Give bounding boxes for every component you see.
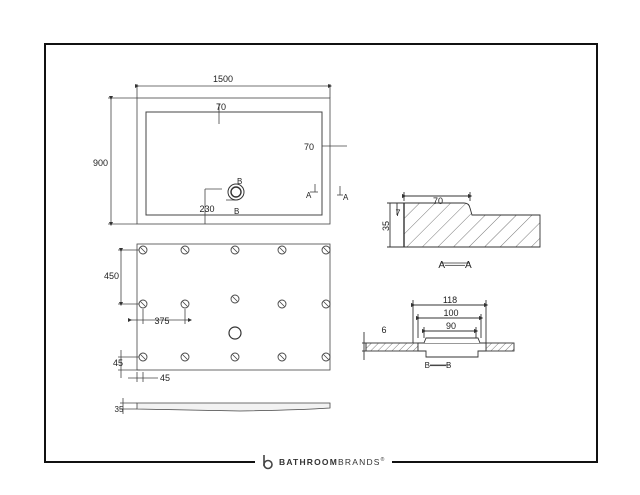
support-foot	[277, 299, 287, 309]
first-row-label: 450	[104, 271, 119, 281]
section-bb	[362, 300, 515, 366]
section-bb-right-floor	[485, 342, 515, 352]
brand-registered-mark: ®	[380, 457, 386, 464]
section-bb-left-floor	[365, 342, 419, 352]
waste-cover	[423, 337, 481, 344]
section-bb-title: B——B	[425, 361, 452, 370]
plan-height-label: 900	[93, 158, 108, 168]
underside-view	[118, 243, 331, 382]
waste-trap-body	[417, 342, 487, 358]
rim-top-label: 70	[216, 102, 226, 112]
support-feet-layer	[138, 245, 331, 362]
support-foot	[277, 245, 287, 255]
section-aa-rim-width: 70	[433, 196, 443, 206]
support-foot	[138, 245, 148, 255]
section-aa-height: 35	[381, 221, 391, 231]
brand-name-light: BRANDS	[338, 457, 381, 467]
brand-name-bold: BATHROOM	[279, 457, 339, 467]
side-profile	[120, 398, 331, 414]
section-aa-body	[403, 202, 541, 248]
waste-offset-label: 230	[199, 204, 214, 214]
brand-wordmark: BATHROOMBRANDS®	[279, 457, 386, 467]
edge-y-label: 45	[113, 358, 123, 368]
section-bb-outer-width: 118	[443, 295, 457, 305]
section-bb-depth: 6	[381, 325, 386, 335]
support-foot	[230, 245, 240, 255]
section-aa-step: 7	[395, 208, 400, 218]
section-marker-left: A	[306, 191, 312, 200]
section-bb-mid-width: 100	[443, 308, 458, 318]
section-aa	[387, 192, 541, 264]
waste-outlet	[227, 183, 245, 201]
brand-footer: BATHROOMBRANDS®	[255, 450, 392, 474]
waste-marker-top: B	[237, 177, 242, 186]
support-foot	[321, 299, 331, 309]
support-foot	[230, 352, 240, 362]
tray-outline	[136, 97, 331, 225]
support-foot	[180, 352, 190, 362]
tray-side-profile	[136, 402, 331, 412]
edge-x-label: 45	[160, 373, 170, 383]
section-aa-title: A——A	[438, 260, 472, 271]
plan-view	[108, 84, 347, 226]
underside-outline	[136, 243, 331, 371]
rim-right-label: 70	[304, 142, 314, 152]
plan-width-label: 1500	[213, 74, 233, 84]
support-foot	[180, 245, 190, 255]
underside-waste-hole	[228, 326, 242, 340]
support-foot	[138, 352, 148, 362]
waste-marker-bottom: B	[234, 207, 239, 216]
support-foot	[230, 294, 240, 304]
support-foot	[180, 299, 190, 309]
support-foot	[138, 299, 148, 309]
section-marker-right: A	[343, 193, 349, 202]
support-foot	[277, 352, 287, 362]
support-foot	[321, 245, 331, 255]
support-foot	[321, 352, 331, 362]
tray-inner-basin	[145, 111, 323, 216]
foot-spacing-label: 375	[154, 316, 169, 326]
section-bb-inner-width: 90	[446, 321, 456, 331]
profile-height-label: 35	[115, 405, 124, 414]
sheet-border	[44, 43, 598, 463]
brand-logo-icon	[263, 454, 273, 469]
